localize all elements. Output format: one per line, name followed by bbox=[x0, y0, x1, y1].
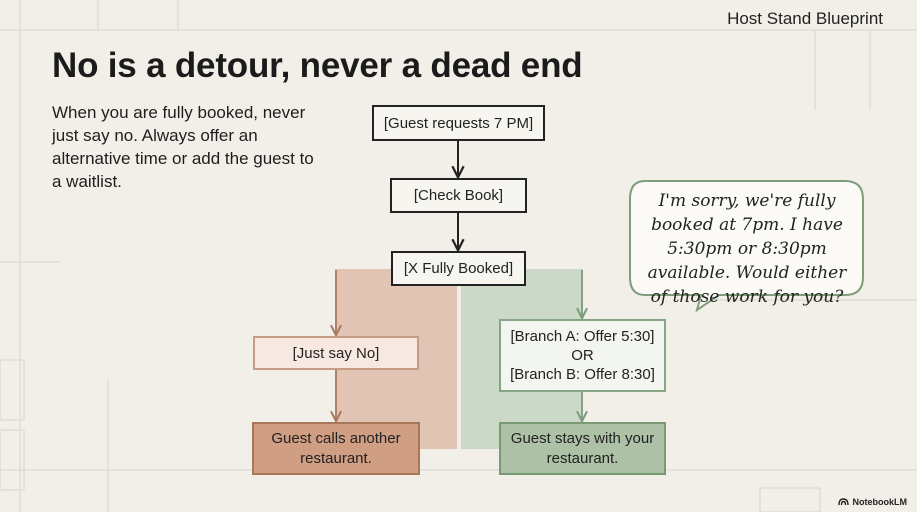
speech-bubble-shape bbox=[629, 180, 864, 313]
brand-title: Host Stand Blueprint bbox=[727, 9, 883, 28]
branch-b-label: [Branch B: Offer 8:30] bbox=[510, 366, 655, 383]
node-guest-stays: Guest stays with your restaurant. bbox=[499, 422, 666, 475]
node-offer-branches: [Branch A: Offer 5:30] OR [Branch B: Off… bbox=[499, 319, 666, 392]
slide-title: No is a detour, never a dead end bbox=[52, 46, 583, 85]
intro-text: When you are fully booked, never just sa… bbox=[52, 103, 314, 191]
node-guest-calls-another: Guest calls another restaurant. bbox=[252, 422, 420, 475]
notebooklm-logo: NotebookLM bbox=[837, 497, 908, 507]
node-just-say-no: [Just say No] bbox=[253, 336, 419, 370]
logo-text: NotebookLM bbox=[852, 497, 908, 507]
branch-a-label: [Branch A: Offer 5:30] bbox=[510, 328, 655, 345]
notebooklm-logo-icon bbox=[837, 498, 849, 506]
speech-bubble-quote: I'm sorry, we're fully booked at 7pm. I … bbox=[647, 191, 847, 307]
node-check-book: [Check Book] bbox=[390, 178, 527, 213]
node-fully-booked: [X Fully Booked] bbox=[391, 251, 526, 286]
branch-or-label: OR bbox=[571, 347, 594, 364]
node-guest-request: [Guest requests 7 PM] bbox=[372, 105, 545, 141]
